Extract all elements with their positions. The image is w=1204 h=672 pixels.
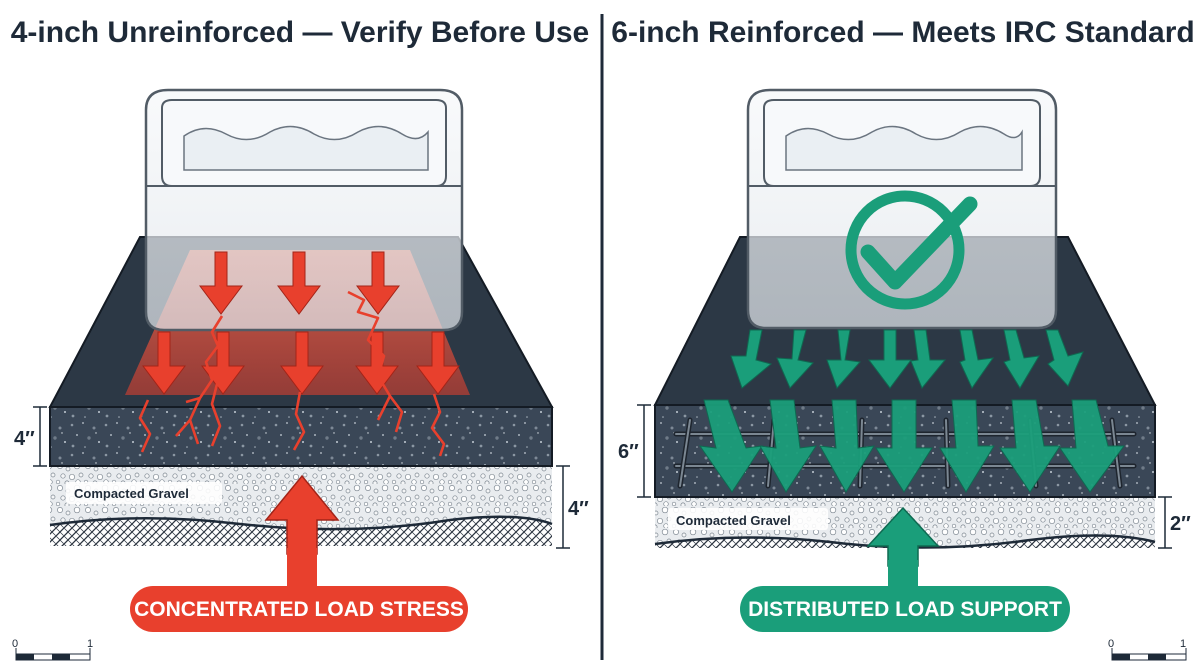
left-callout-text: CONCENTRATED LOAD STRESS	[134, 598, 464, 621]
left-scale-start: 0	[12, 638, 18, 650]
right-slab-dimension	[637, 404, 651, 498]
left-panel: Compacted Gravel 4″ 4″ CONCENTRATED LOAD…	[12, 88, 589, 661]
right-slab-depth-label: 6″	[618, 441, 639, 463]
left-gravel-dimension	[556, 465, 570, 549]
right-scale-bar	[1111, 648, 1187, 661]
left-gravel-depth-label: 4″	[568, 498, 589, 520]
left-scale-bar	[15, 648, 91, 661]
right-callout-text: DISTRIBUTED LOAD SUPPORT	[748, 598, 1062, 621]
right-callout-pill	[740, 586, 1070, 632]
left-callout-pill	[130, 586, 468, 632]
right-panel: Compacted Gravel 6″ 2″ DISTRIBUTED LOAD …	[618, 88, 1191, 661]
left-slab-dimension	[33, 406, 47, 467]
right-panel-title: 6-inch Reinforced — Meets IRC Standard	[611, 16, 1194, 49]
right-gravel-label: Compacted Gravel	[676, 513, 791, 528]
check-circle-icon	[845, 190, 978, 310]
right-scale-end: 1	[1180, 638, 1186, 650]
right-scale-start: 0	[1108, 638, 1114, 650]
load-arrow-icon	[730, 329, 1084, 389]
left-slab-depth-label: 4″	[14, 428, 35, 450]
left-panel-title: 4-inch Unreinforced — Verify Before Use	[11, 16, 590, 49]
left-gravel-label: Compacted Gravel	[74, 486, 189, 501]
hot-tub-icon	[746, 88, 1058, 330]
right-gravel-dimension	[1158, 496, 1172, 549]
left-scale-end: 1	[87, 638, 93, 650]
right-gravel-depth-label: 2″	[1170, 513, 1191, 535]
crack-icon	[138, 290, 446, 457]
